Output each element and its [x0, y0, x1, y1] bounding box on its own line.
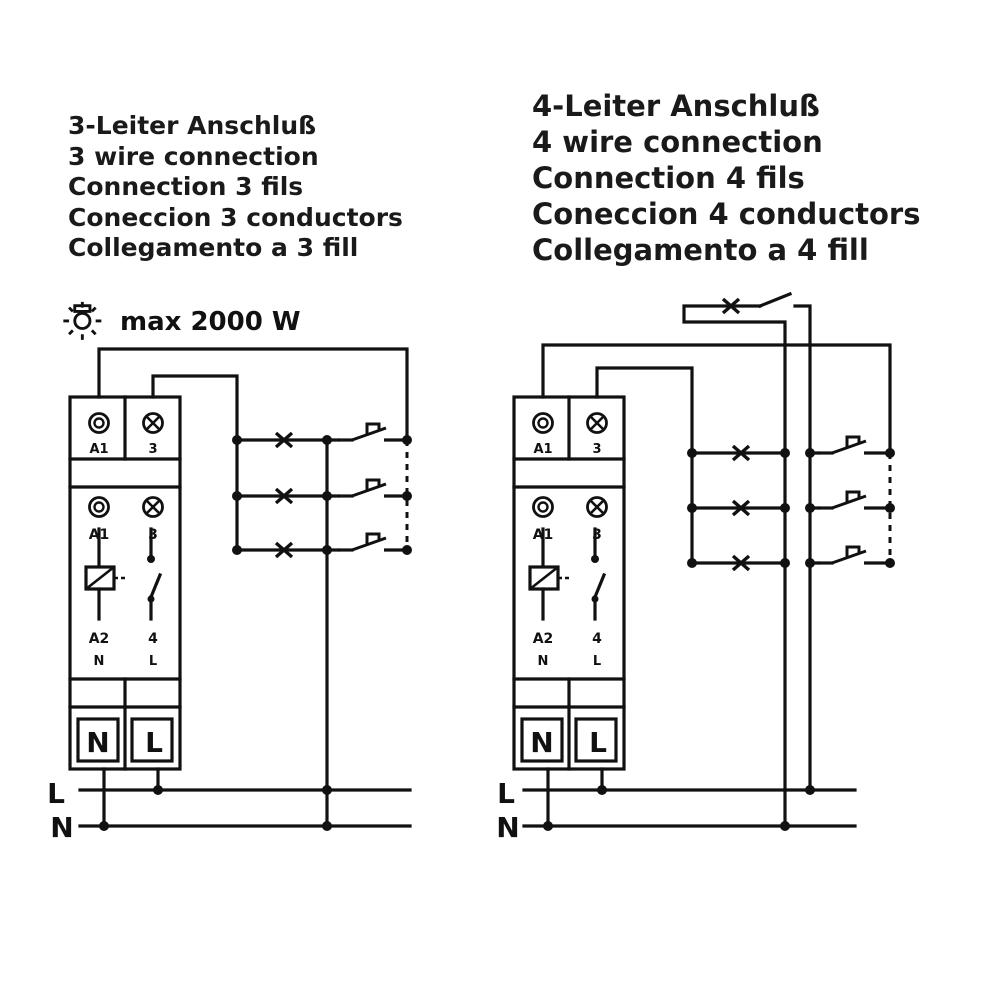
- terminal-label: A1: [533, 527, 554, 543]
- title-fr: Connection 3 fils: [68, 172, 304, 201]
- title-block-4-wire: 4-Leiter Anschluß 4 wire connection Conn…: [532, 88, 920, 268]
- terminal-cross-icon: [142, 412, 164, 434]
- terminal-label: A1: [89, 527, 110, 543]
- title-es: Coneccion 3 conductors: [68, 202, 403, 232]
- terminal-cross-icon: [142, 496, 164, 518]
- terminal-label: N: [538, 654, 549, 669]
- line-label-l: L: [497, 777, 515, 810]
- power-rating: max 2000 W: [120, 307, 301, 337]
- terminal-label: A1: [89, 442, 108, 457]
- diagram-3-wire: max 2000 W A1 3 A1 3 A2 4 N L N L: [47, 301, 412, 844]
- base-terminal-label: L: [589, 726, 607, 759]
- base-terminal-label: N: [530, 726, 553, 759]
- terminal-label: 4: [592, 631, 602, 647]
- terminal-label: L: [149, 654, 157, 669]
- terminal-cross-icon: [586, 412, 608, 434]
- terminal-label: 3: [592, 527, 602, 543]
- terminal-screw-icon: [88, 412, 110, 434]
- terminal-label: A2: [533, 631, 554, 647]
- terminal-screw-icon: [88, 496, 110, 518]
- base-terminal-label: N: [86, 726, 109, 759]
- terminal-label: A1: [533, 442, 552, 457]
- terminal-label: 3: [592, 442, 601, 457]
- title-fr: Connection 4 fils: [532, 161, 805, 195]
- relay-module: [68, 395, 182, 771]
- base-terminal-label: L: [145, 726, 163, 759]
- terminal-label: 4: [148, 631, 158, 647]
- terminal-label: L: [593, 654, 601, 669]
- line-label-l: L: [47, 777, 65, 810]
- line-label-n: N: [496, 811, 519, 844]
- title-it: Collegamento a 3 fill: [68, 233, 359, 262]
- relay-module: [512, 395, 626, 771]
- title-de: 4-Leiter Anschluß: [532, 89, 820, 123]
- title-de: 3-Leiter Anschluß: [68, 111, 317, 140]
- terminal-label: A2: [89, 631, 110, 647]
- title-en: 4 wire connection: [532, 125, 823, 159]
- title-it: Collegamento a 4 fill: [532, 233, 869, 267]
- terminal-label: 3: [148, 527, 158, 543]
- title-block-3-wire: 3-Leiter Anschluß 3 wire connection Conn…: [68, 111, 403, 264]
- terminal-label: 3: [148, 442, 157, 457]
- terminal-cross-icon: [586, 496, 608, 518]
- terminal-screw-icon: [532, 496, 554, 518]
- terminal-screw-icon: [532, 412, 554, 434]
- title-es: Coneccion 4 conductors: [532, 197, 921, 231]
- title-en: 3 wire connection: [68, 141, 319, 171]
- terminal-label: N: [94, 654, 105, 669]
- lamp-sun-icon: [63, 301, 102, 340]
- diagram-4-wire: A1 3 A1 3 A2 4 N L N L: [496, 291, 895, 844]
- line-label-n: N: [50, 811, 73, 844]
